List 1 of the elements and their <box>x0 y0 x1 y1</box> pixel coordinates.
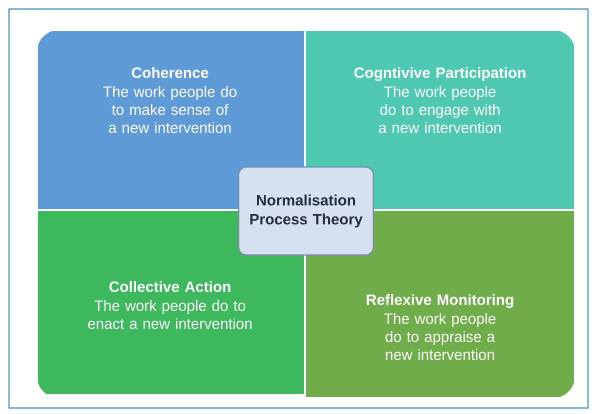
center-box: Normalisation Process Theory <box>238 166 374 256</box>
